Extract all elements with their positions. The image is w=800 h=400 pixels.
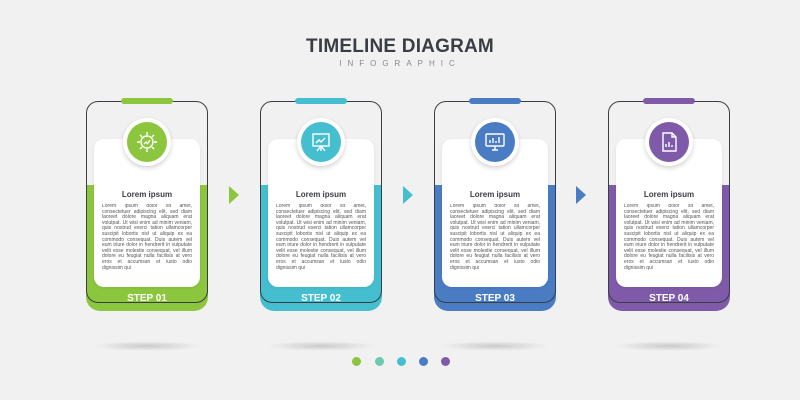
diagram-title: TIMELINE DIAGRAM (306, 36, 494, 57)
progress-dot (375, 357, 384, 366)
progress-dot (397, 357, 406, 366)
step-card-3: Lorem ipsum Lorem ipsum dolor sit amet, … (434, 98, 556, 311)
step-body-text: Lorem ipsum dolor sit amet, consectetuer… (276, 204, 366, 271)
icon-badge (471, 118, 519, 166)
step-heading: Lorem ipsum (469, 190, 521, 199)
document-chart-icon (649, 122, 689, 162)
monitor-analytics-icon (475, 122, 515, 162)
card-top-tab (295, 98, 347, 104)
icon-badge (645, 118, 693, 166)
arrow-right-icon (229, 186, 239, 204)
card-shadow (440, 341, 550, 351)
icon-badge (123, 118, 171, 166)
arrow-right-icon (576, 186, 586, 204)
step-card-2: Lorem ipsum Lorem ipsum dolor sit amet, … (260, 98, 382, 311)
step-heading: Lorem ipsum (295, 190, 347, 199)
progress-dot (352, 357, 361, 366)
step-body-text: Lorem ipsum dolor sit amet, consectetuer… (624, 204, 714, 271)
step-label: STEP 02 (301, 293, 341, 304)
diagram-subtitle: INFOGRAPHIC (339, 59, 461, 68)
step-body-text: Lorem ipsum dolor sit amet, consectetuer… (102, 204, 192, 271)
card-top-tab (469, 98, 521, 104)
progress-dot (441, 357, 450, 366)
step-heading: Lorem ipsum (121, 190, 173, 199)
card-shadow (266, 341, 376, 351)
presentation-board-icon (301, 122, 341, 162)
progress-dot (419, 357, 428, 366)
step-heading: Lorem ipsum (643, 190, 695, 199)
card-top-tab (121, 98, 173, 104)
step-label: STEP 01 (127, 293, 167, 304)
step-label: STEP 04 (649, 293, 689, 304)
step-label: STEP 03 (475, 293, 515, 304)
card-shadow (614, 341, 724, 351)
step-body-text: Lorem ipsum dolor sit amet, consectetuer… (450, 204, 540, 271)
card-shadow (92, 341, 202, 351)
gear-chart-icon (127, 122, 167, 162)
card-top-tab (643, 98, 695, 104)
step-card-4: Lorem ipsum Lorem ipsum dolor sit amet, … (608, 98, 730, 311)
arrow-right-icon (403, 186, 413, 204)
step-card-1: Lorem ipsum Lorem ipsum dolor sit amet, … (86, 98, 208, 311)
icon-badge (297, 118, 345, 166)
